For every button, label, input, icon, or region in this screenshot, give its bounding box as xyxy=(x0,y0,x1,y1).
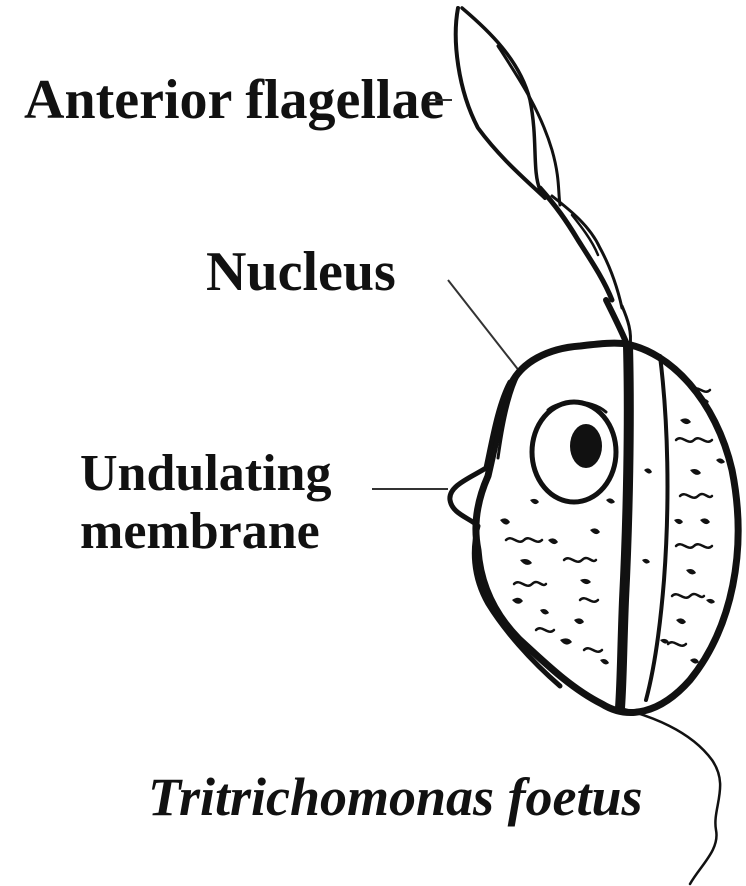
leader-line-nucleus xyxy=(448,280,520,372)
label-nucleus: Nucleus xyxy=(206,241,396,303)
caption-species-name: Tritrichomonas foetus xyxy=(148,767,643,827)
label-undulating: Undulating xyxy=(80,445,331,502)
label-anterior-flagellae: Anterior flagellae xyxy=(24,69,444,131)
cell-body xyxy=(450,343,738,712)
label-membrane: membrane xyxy=(80,503,320,560)
anterior-flagellae xyxy=(456,8,631,346)
nucleolus xyxy=(570,424,602,468)
